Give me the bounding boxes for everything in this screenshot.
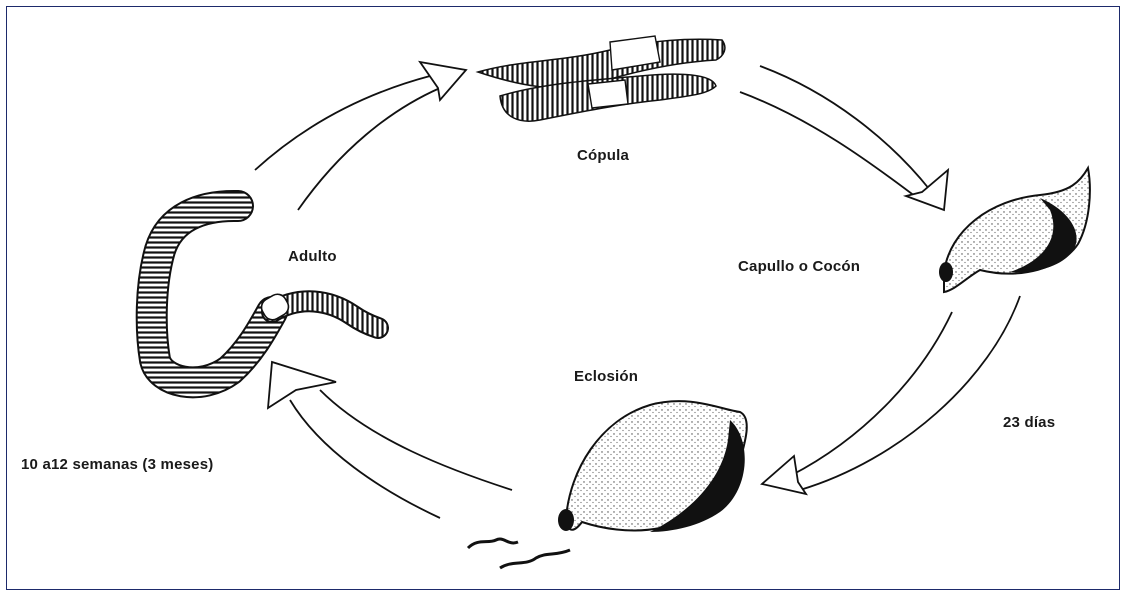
adult-worm-illustration <box>152 206 378 382</box>
copulating-worms-illustration <box>478 36 725 121</box>
stage-label-eclosion: Eclosión <box>574 368 638 385</box>
duration-label-weeks: 10 a12 semanas (3 meses) <box>21 456 213 473</box>
stage-label-adulto: Adulto <box>288 248 337 265</box>
cocoon-illustration <box>939 168 1090 292</box>
stage-label-copula: Cópula <box>577 147 629 164</box>
stage-label-capullo: Capullo o Cocón <box>738 258 860 275</box>
duration-label-days: 23 días <box>1003 414 1055 431</box>
hatching-cocoon-illustration <box>468 401 747 568</box>
